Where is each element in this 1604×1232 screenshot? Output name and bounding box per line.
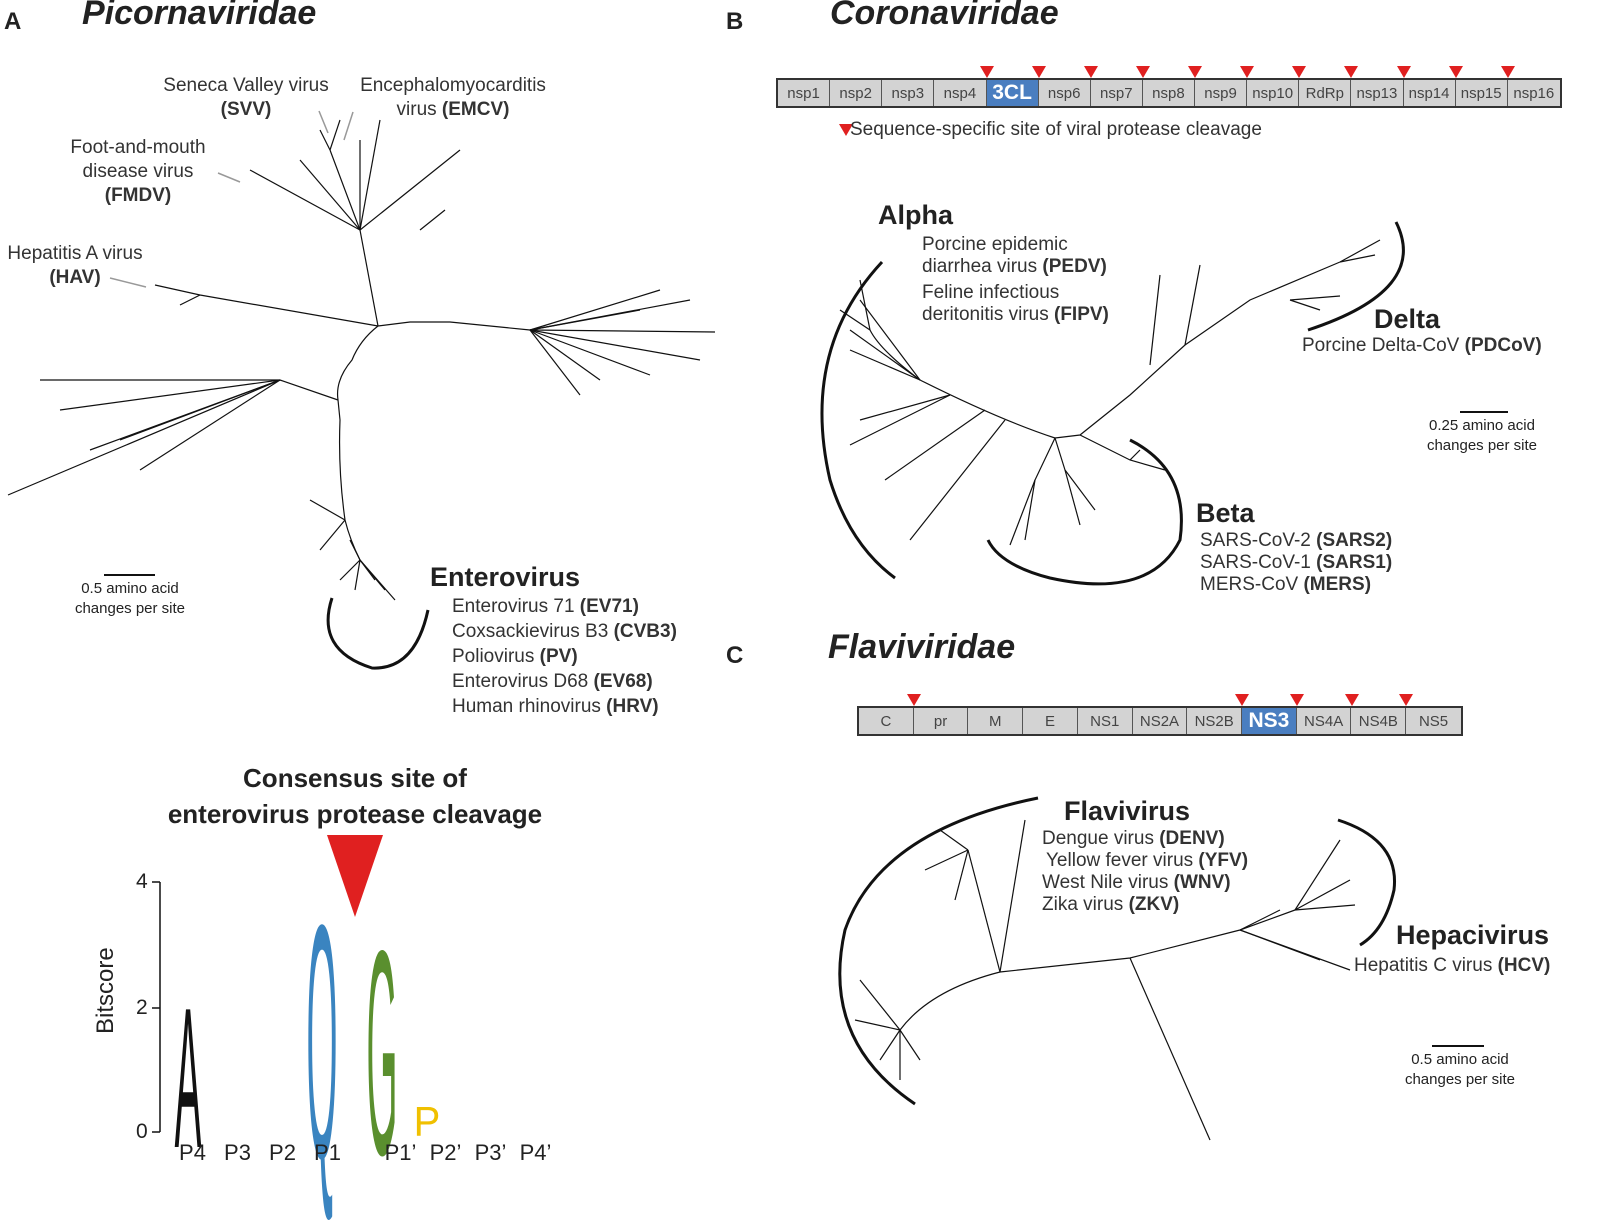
gene-ns4a: NS4A (1296, 708, 1352, 734)
logo-pos-p1p: P1’ (384, 1140, 417, 1165)
gene-m: M (968, 708, 1024, 734)
gene-nsp3: nsp3 (882, 80, 935, 106)
logo-letter-P1: Q (306, 865, 338, 1232)
gene-nsp15: nsp15 (1455, 80, 1508, 106)
logo-letter-P4: A (174, 972, 202, 1192)
cleavage-site-marker (1344, 66, 1359, 78)
gene-nsp7: nsp7 (1090, 80, 1143, 106)
gene-c: C (859, 708, 914, 734)
panel-letter-b: B (726, 8, 744, 35)
flavivirus-member-list: Dengue virus (DENV) Yellow fever virus (… (1042, 828, 1249, 915)
tree-drawings (7, 110, 1508, 1141)
logo-pos-p4p: P4’ (519, 1140, 552, 1165)
scale-bar-label-a: 0.5 amino acid changes per site (74, 580, 186, 617)
logo-position-labels: P4 P3 P2 P1 P1’ P2’ P3’ P4’ (170, 1140, 558, 1166)
gene-ns2a: NS2A (1132, 708, 1188, 734)
gene-nsp14: nsp14 (1403, 80, 1456, 106)
delta-member: Porcine Delta-CoV (PDCoV) (1302, 335, 1542, 356)
logo-pos-p1: P1 (314, 1140, 341, 1165)
clade-title-alpha: Alpha (878, 200, 954, 230)
cleavage-site-marker (1292, 66, 1307, 78)
gene-nsp4: nsp4 (934, 80, 987, 106)
panel-letter-c: C (726, 642, 744, 669)
hepacivirus-member: Hepatitis C virus (HCV) (1354, 955, 1551, 976)
alpha-member-list: Porcine epidemic diarrhea virus (PEDV) F… (922, 234, 1109, 325)
flavi-tree (854, 819, 1356, 1141)
gene-nsp16: nsp16 (1507, 80, 1560, 106)
cleavage-site-marker (1135, 66, 1150, 78)
panel-letter-a: A (4, 8, 22, 35)
clade-title-delta: Delta (1374, 304, 1441, 334)
scale-bar-label-b: 0.25 amino acid changes per site (1426, 417, 1538, 454)
gene-nsp6: nsp6 (1038, 80, 1091, 106)
label-svv: Seneca Valley virus (SVV) (163, 75, 329, 120)
cleavage-site-marker (1031, 66, 1046, 78)
label-hav: Hepatitis A virus (HAV) (7, 243, 143, 288)
gene-rdrp: RdRp (1299, 80, 1352, 106)
cleavage-site-marker (1396, 66, 1411, 78)
gene-e: E (1023, 708, 1078, 734)
logo-ytick-0: 0 (136, 1120, 148, 1143)
logo-cleavage-arrow (327, 835, 383, 917)
logo-letter-P2’: P (413, 1098, 441, 1145)
cleavage-site-marker (979, 66, 994, 78)
gene-nsp10: nsp10 (1247, 80, 1300, 106)
logo-pos-p3p: P3’ (474, 1140, 507, 1165)
gene-nsp2: nsp2 (830, 80, 883, 106)
logo-ytick-4: 4 (136, 870, 148, 893)
clade-title-hepacivirus: Hepacivirus (1396, 920, 1550, 950)
label-emcv: Encephalomyocarditis virus (EMCV) (360, 75, 546, 120)
corona-tree (839, 239, 1381, 546)
logo-pos-p4: P4 (179, 1140, 206, 1165)
clade-title-flavivirus: Flavivirus (1064, 796, 1191, 826)
gene-ns2b: NS2B (1187, 708, 1243, 734)
cleavage-site-marker (1289, 694, 1304, 706)
cleavage-site-marker (1235, 694, 1250, 706)
gene-ns3: NS3 (1242, 708, 1297, 734)
gene-ns1: NS1 (1077, 708, 1133, 734)
gene-nsp13: nsp13 (1351, 80, 1404, 106)
cleavage-site-marker (1188, 66, 1203, 78)
enterovirus-member-list: Enterovirus 71 (EV71) Coxsackievirus B3 … (452, 596, 677, 717)
gene-3cl: 3CL (986, 80, 1039, 106)
gene-ns4b: NS4B (1351, 708, 1407, 734)
cleavage-site-marker (1240, 66, 1255, 78)
gene-nsp8: nsp8 (1142, 80, 1195, 106)
family-title-flaviviridae: Flaviviridae (828, 628, 1016, 666)
cleavage-site-marker (1399, 694, 1414, 706)
logo-y-axis-label: Bitscore (92, 947, 119, 1034)
cleavage-site-marker (1448, 66, 1463, 78)
clade-title-enterovirus: Enterovirus (430, 562, 581, 592)
gene-pr: pr (913, 708, 969, 734)
cleavage-legend-text: Sequence-specific site of viral protease… (850, 119, 1262, 140)
picorna-tree (7, 119, 716, 601)
cleavage-site-marker (1500, 66, 1515, 78)
clade-title-beta: Beta (1196, 498, 1255, 528)
cleavage-site-marker (906, 694, 921, 706)
scale-bar-label-c: 0.5 amino acid changes per site (1404, 1051, 1516, 1088)
logo-ytick-2: 2 (136, 996, 148, 1019)
label-fmdv: Foot-and-mouth disease virus (FMDV) (70, 137, 206, 206)
gene-nsp9: nsp9 (1195, 80, 1248, 106)
beta-member-list: SARS-CoV-2 (SARS2) SARS-CoV-1 (SARS1) ME… (1200, 530, 1393, 595)
logo-pos-p3: P3 (224, 1140, 251, 1165)
family-title-picornaviridae: Picornaviridae (82, 0, 317, 32)
logo-pos-p2p: P2’ (429, 1140, 462, 1165)
logo-title: Consensus site of enterovirus protease c… (167, 763, 543, 829)
gene-nsp1: nsp1 (778, 80, 831, 106)
legend-cleavage-icon (839, 124, 853, 136)
logo-pos-p2: P2 (269, 1140, 296, 1165)
logo-letter-P1’: G (366, 898, 398, 1220)
gene-ns5: NS5 (1406, 708, 1461, 734)
family-title-coronaviridae: Coronaviridae (830, 0, 1059, 32)
logo-axes (152, 881, 161, 1133)
cleavage-site-marker (1344, 694, 1359, 706)
cleavage-site-marker (1083, 66, 1098, 78)
